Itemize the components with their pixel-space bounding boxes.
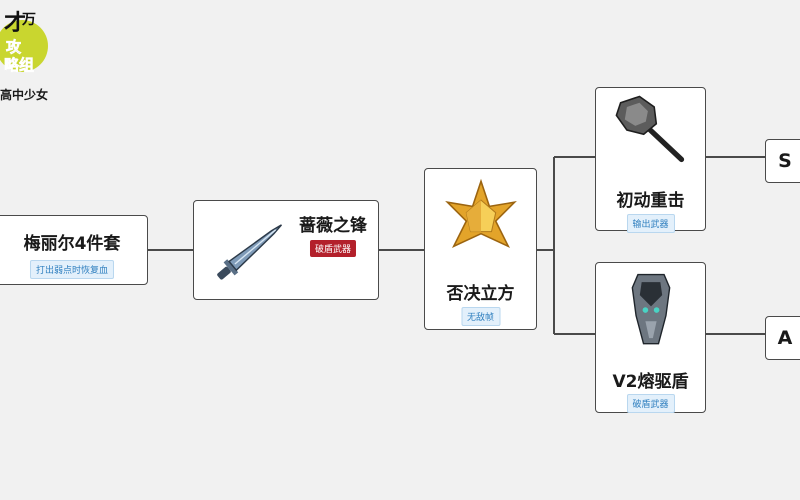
node-veto-cube[interactable]: 否决立方 无敌帧 [424,168,537,330]
hammer-icon [615,95,685,163]
svg-text:攻: 攻 [6,38,22,56]
node-title: 梅丽尔4件套 [23,234,121,254]
grade-box-s[interactable]: S [765,139,800,183]
svg-text:万: 万 [21,12,36,28]
node-tag: 破盾武器 [626,394,675,413]
node-meril-4pc-set[interactable]: 梅丽尔4件套 打出弱点时恢复血 [0,215,148,285]
node-tag: 打出弱点时恢复血 [29,260,115,279]
channel-logo: 才 万 攻 略组 高中少女 [0,0,70,110]
node-tag: 破盾武器 [309,240,357,257]
node-title: 蔷薇之锋 [299,216,367,236]
node-title: V2熔驱盾 [612,372,689,392]
grade-box-a[interactable]: A [765,316,800,360]
svg-text:略组: 略组 [4,56,34,74]
node-v2-fusion-shield[interactable]: V2熔驱盾 破盾武器 [595,262,706,413]
node-tag: 无敌帧 [460,307,501,326]
star-cube-icon [445,178,517,248]
node-tag: 输出武器 [626,214,675,233]
logo-subtitle: 高中少女 [0,88,49,102]
node-title: 否决立方 [446,284,515,304]
node-title: 初动重击 [616,191,685,211]
svg-text:才: 才 [4,10,26,36]
shield-icon [631,273,671,345]
node-initial-heavy-strike[interactable]: 初动重击 输出武器 [595,87,706,233]
logo-badge-icon: 才 万 攻 略组 [0,10,48,74]
dagger-icon [217,224,283,280]
node-rose-edge-weapon[interactable]: 蔷薇之锋 破盾武器 [193,200,379,300]
